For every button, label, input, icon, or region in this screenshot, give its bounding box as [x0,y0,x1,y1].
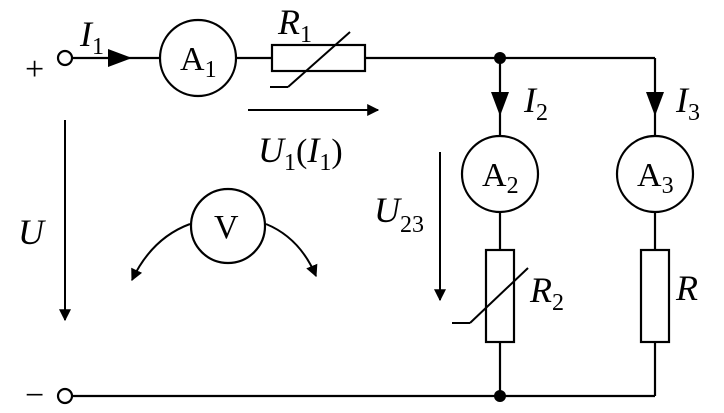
u1-label: U1(I1) [258,130,343,176]
u23-label: U23 [374,190,424,238]
terminal-plus [56,49,74,67]
svg-text:A1: A1 [180,41,217,83]
i2-arrowhead [491,92,509,116]
svg-text:A2: A2 [482,157,519,199]
resistor-r1 [270,31,367,88]
r-label: R [675,268,698,308]
resistor-r2 [452,248,529,344]
u-label: U [18,212,46,252]
terminal-minus [56,387,74,405]
i1-label: I1 [79,14,104,60]
junction-top [494,52,506,64]
voltmeter-right-probe [265,223,318,278]
i3-arrowhead [646,92,664,116]
plus-sign: + [25,51,44,88]
svg-text:V: V [214,209,239,246]
ammeter-a2: A2 [460,134,540,214]
svg-text:A3: A3 [637,157,674,199]
r2-label: R2 [529,270,564,316]
resistor-r [639,248,671,344]
ammeter-a1: A1 [158,18,238,98]
i2-label: I2 [523,80,548,126]
minus-sign: − [25,377,44,413]
voltmeter: V [189,187,267,265]
junction-bottom [494,390,506,402]
i1-arrowhead [108,49,132,67]
r1-label: R1 [277,2,312,48]
i3-label: I3 [675,80,700,126]
ammeter-a3: A3 [615,134,695,214]
voltmeter-left-probe [131,223,191,282]
